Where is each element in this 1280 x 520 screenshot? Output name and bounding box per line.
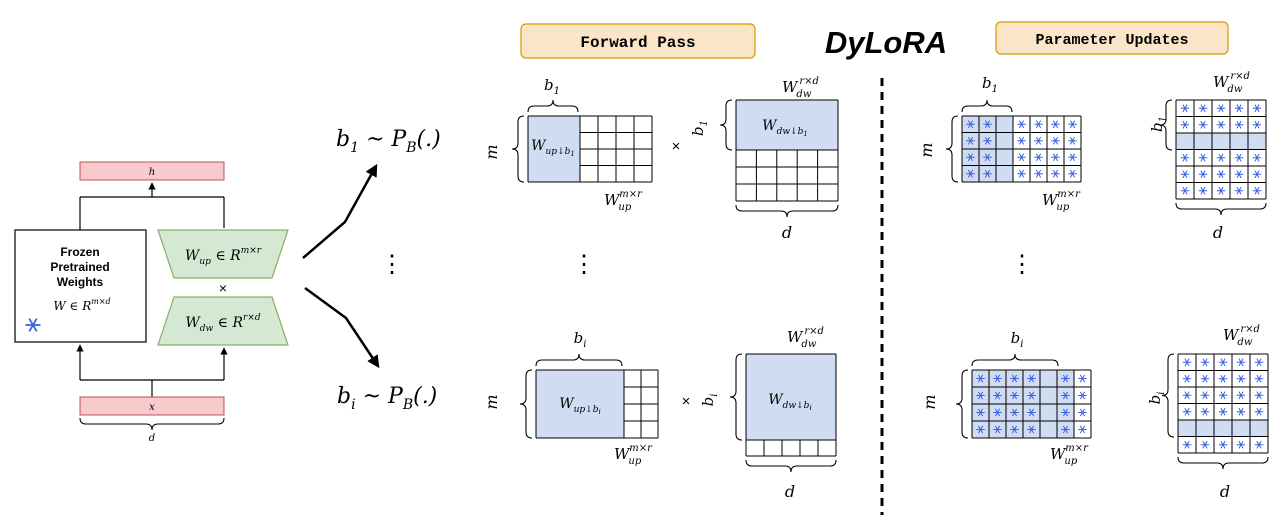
diagram-title: DyLoRA	[825, 25, 947, 60]
matrix-grids	[511, 99, 1269, 473]
x-label: x	[149, 402, 155, 413]
frozen-label-3: Weights	[57, 275, 104, 289]
fw2-dw-name: Wdwr×d	[787, 326, 824, 350]
up2-w-dw-grid	[1177, 353, 1269, 454]
frozen-label-2: Pretrained	[50, 260, 109, 274]
fw1-up-name: Wupm×r	[604, 189, 643, 213]
fw2-up-block-label: Wup↓bi	[559, 396, 601, 416]
fw1-dw-name: Wdwr×d	[782, 76, 819, 100]
fw2-m-label: m	[482, 394, 501, 409]
fw1-w-dw-grid	[735, 99, 839, 202]
up2-w-up-grid	[971, 369, 1092, 439]
fw2-m-brace	[519, 369, 533, 439]
up2-d-label: d	[1220, 482, 1230, 501]
fw1-b-label: b1	[544, 76, 560, 97]
fw2-up-name: Wupm×r	[614, 443, 653, 467]
d-label: d	[149, 433, 155, 444]
up1-dw-name: Wdwr×d	[1213, 71, 1250, 95]
up2-dw-name: Wdwr×d	[1223, 324, 1260, 348]
fw1-up-block-label: Wup↓b1	[531, 138, 575, 158]
sampling-dots: ⋮	[380, 250, 404, 278]
up2-m-label: m	[920, 394, 939, 409]
sample-b1: b1 ~ PB(.)	[336, 127, 441, 156]
forward-pass-header: Forward Pass	[520, 23, 756, 59]
fw2-w-up-grid	[535, 369, 659, 439]
fw1-dw-block-label: Wdw↓b1	[762, 118, 808, 138]
updates-row-2-labels: bi m Wupm×r bi Wdwr×d d	[920, 324, 1260, 501]
up2-bi-side-label: bi	[1146, 392, 1167, 405]
up1-b1-side-brace	[1159, 99, 1173, 151]
up2-m-brace	[955, 369, 969, 439]
lora-module: h Frozen Pretrained Weights W ∈ Rm×d Wup…	[14, 161, 289, 444]
fw2-bi-side-brace	[729, 353, 743, 441]
sample-bi: bi ~ PB(.)	[337, 384, 437, 413]
fw2-times: ×	[682, 393, 691, 410]
up1-w-dw-grid	[1175, 99, 1267, 200]
lora-times: ×	[219, 280, 227, 296]
up2-bi-brace	[971, 353, 1059, 367]
frozen-weights-box	[14, 229, 147, 343]
w-dw-formula: Wdw ∈ Rr×d	[185, 313, 261, 334]
up1-b1-brace	[961, 99, 1013, 113]
parameter-updates-header: Parameter Updates	[995, 21, 1229, 55]
fw2-dw-block-label: Wdw↓bi	[768, 392, 811, 412]
parameter-updates-label: Parameter Updates	[1035, 32, 1188, 49]
fw2-d-brace	[745, 459, 837, 473]
h-output-bar	[79, 161, 225, 181]
forward-row-2-labels: bi m Wup↓bi × Wupm×r bi Wdw↓bi Wdwr×d d	[482, 326, 824, 501]
frozen-formula: W ∈ Rm×d	[53, 297, 110, 313]
up1-w-up-grid	[961, 115, 1082, 183]
frozen-label-1: Frozen	[60, 245, 99, 259]
up1-up-name: Wupm×r	[1042, 189, 1081, 213]
fw1-b1-side-label: b1	[689, 120, 710, 136]
fw1-m-label: m	[482, 144, 501, 159]
fw2-d-label: d	[785, 482, 795, 501]
fw1-times: ×	[672, 138, 681, 155]
h-label: h	[149, 167, 155, 178]
fw1-d-brace	[735, 204, 839, 218]
up2-bi-side-brace	[1161, 353, 1175, 438]
up1-d-label: d	[1213, 223, 1223, 242]
forward-row-1-labels: b1 m Wup↓b1 × Wupm×r b1 Wdw↓b1 Wdwr×d d	[482, 76, 819, 242]
fw2-b-label: bi	[574, 329, 587, 350]
up2-up-name: Wupm×r	[1050, 443, 1089, 467]
forward-dots: ⋮	[572, 250, 596, 278]
w-up-trapezoid	[157, 229, 289, 279]
up1-b-label: b1	[982, 74, 998, 95]
fw2-bi-brace	[535, 353, 623, 367]
up1-d-brace	[1175, 202, 1267, 216]
fw1-d-label: d	[782, 223, 792, 242]
sampling-arrows	[302, 163, 380, 369]
fw1-b1-brace	[527, 99, 579, 113]
fw2-w-dw-grid	[745, 353, 837, 457]
up1-b1-side-label: b1	[1148, 116, 1169, 132]
d-brace	[79, 417, 225, 431]
fw1-b1-side-brace	[719, 99, 733, 151]
updates-row-1-labels: b1 m Wupm×r b1 Wdwr×d d	[917, 71, 1250, 242]
up2-b-label: bi	[1011, 329, 1024, 350]
up1-m-label: m	[917, 142, 936, 157]
updates-dots: ⋮	[1010, 250, 1034, 278]
fw2-bi-side-label: bi	[699, 394, 720, 407]
w-up-formula: Wup ∈ Rm×r	[185, 246, 262, 267]
up2-d-brace	[1177, 456, 1269, 470]
up1-m-brace	[945, 115, 959, 183]
w-dw-trapezoid	[157, 296, 289, 346]
fw1-m-brace	[511, 115, 525, 183]
x-input-bar	[79, 396, 225, 416]
forward-pass-label: Forward Pass	[580, 34, 695, 52]
